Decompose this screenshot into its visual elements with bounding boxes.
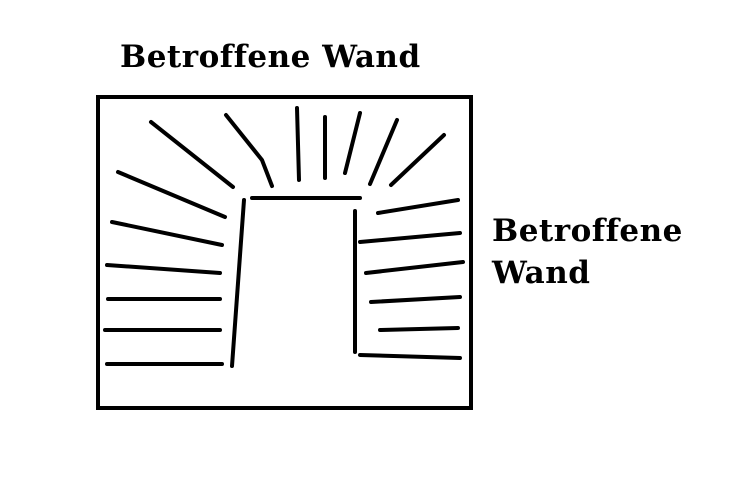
damage-ray-line — [368, 118, 399, 186]
damage-ray-line — [105, 263, 222, 275]
damage-ray-line — [110, 220, 224, 247]
damage-ray-line — [224, 113, 274, 188]
damage-ray-line — [369, 295, 462, 304]
damage-ray-line — [343, 111, 362, 175]
wall-outline — [96, 95, 473, 410]
label-right-line1: Betroffene — [492, 213, 683, 249]
damage-ray-line — [364, 260, 465, 275]
label-affected-wall-top: Betroffene Wand — [120, 39, 421, 75]
damage-ray-line — [378, 326, 460, 332]
damage-ray-line — [149, 120, 235, 189]
damage-ray-line — [295, 106, 301, 182]
damage-ray-line — [376, 198, 460, 215]
label-affected-wall-right: Betroffene Wand — [492, 210, 683, 294]
damage-ray-line — [116, 170, 227, 219]
damage-ray-line — [389, 133, 446, 187]
label-right-line2: Wand — [492, 255, 591, 291]
damage-ray-line — [358, 353, 462, 360]
opening-left-edge — [230, 198, 246, 368]
damage-rays — [103, 106, 465, 366]
opening — [230, 196, 362, 368]
damage-ray-line — [358, 231, 462, 244]
